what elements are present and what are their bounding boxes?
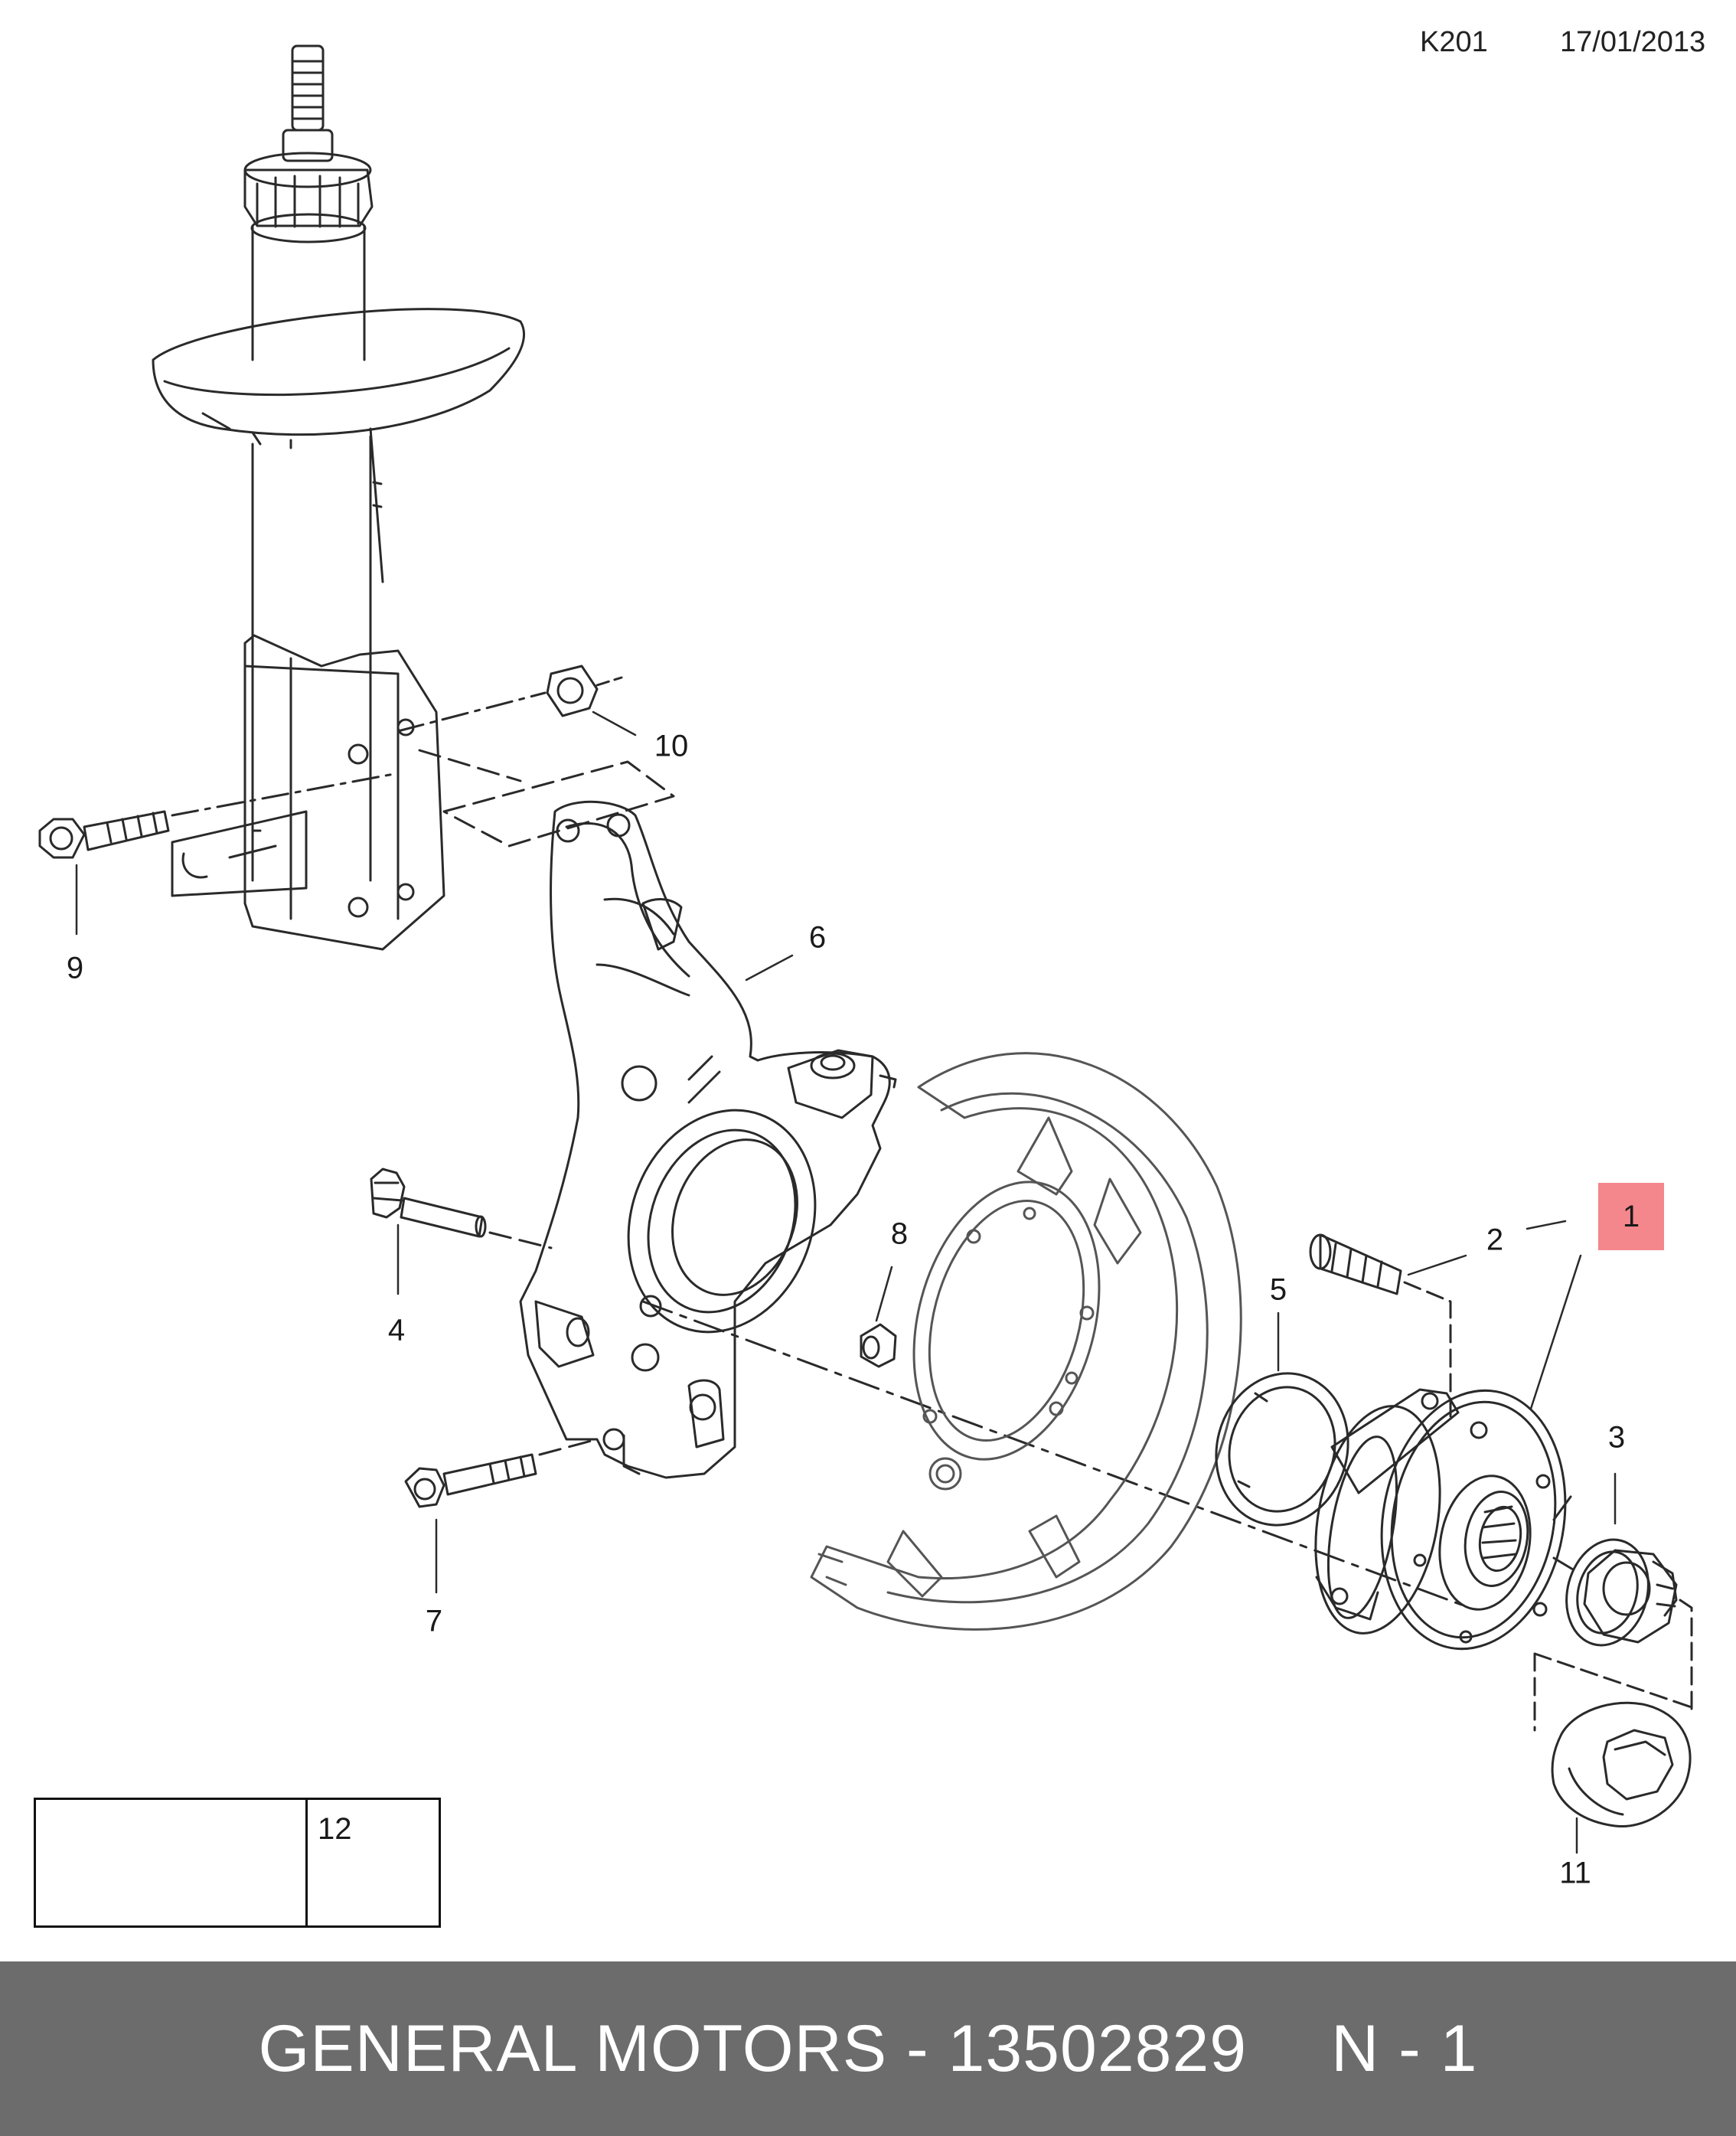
knuckle-bolt-7 [404,1453,537,1508]
callout-2[interactable]: 2 [1486,1223,1504,1257]
leader-2 [1407,1254,1467,1276]
callout-9[interactable]: 9 [66,951,84,985]
nut-10-axis-b [596,676,623,687]
callout-1-highlighted[interactable]: 1 [1598,1183,1664,1250]
cap-dashed [1533,1652,1693,1732]
bolt-7-axis [538,1438,599,1456]
nut-axis [1679,1599,1693,1716]
callout-10[interactable]: 10 [654,729,689,763]
hub-nut [1583,1549,1678,1644]
leader-2b [1526,1220,1567,1230]
legend-divider [305,1800,308,1925]
wheel-hub-bearing-1 [1314,1388,1574,1651]
diagram-date: 17/01/2013 [1560,26,1706,58]
bolt-9-axis [171,772,400,817]
callout-11[interactable]: 11 [1559,1856,1591,1890]
callout-4[interactable]: 4 [387,1313,406,1347]
strut-assembly [152,44,525,951]
brake-dust-shield [810,1052,1242,1631]
callout-3[interactable]: 3 [1607,1420,1626,1455]
leader-6 [745,954,794,981]
bolt-4-axis [488,1231,553,1249]
callout-7[interactable]: 7 [425,1604,443,1638]
strut-nut-10 [546,665,599,717]
steering-knuckle-6 [519,800,897,1479]
leader-1 [1529,1254,1582,1410]
legend-item-12[interactable]: 12 [318,1812,352,1846]
leader-10 [592,710,637,736]
strut-bolt-9 [38,810,170,859]
part-number-footer: GENERAL MOTORS - 13502829 N - 1 [0,1961,1736,2136]
knuckle-bolt-4 [370,1168,487,1238]
stud-2-axis [1403,1281,1452,1403]
hub-cap-11 [1551,1701,1692,1828]
mount-dashed-box [442,760,675,848]
callout-6[interactable]: 6 [808,920,827,955]
legend-box: 12 [34,1798,441,1928]
diagram-position: N - 1 [1331,2011,1478,2085]
callout-8[interactable]: 8 [890,1217,909,1251]
diagram-code: K201 [1420,26,1488,58]
leader-8 [875,1266,893,1322]
exploded-parts-diagram [38,44,1693,1908]
manufacturer-part-number: GENERAL MOTORS - 13502829 [258,2011,1248,2085]
callout-5[interactable]: 5 [1269,1272,1287,1307]
washer-8 [860,1323,897,1368]
wheel-stud-2 [1309,1233,1402,1295]
hub-axis-line [641,1300,1471,1609]
nut-10-axis [396,691,547,733]
